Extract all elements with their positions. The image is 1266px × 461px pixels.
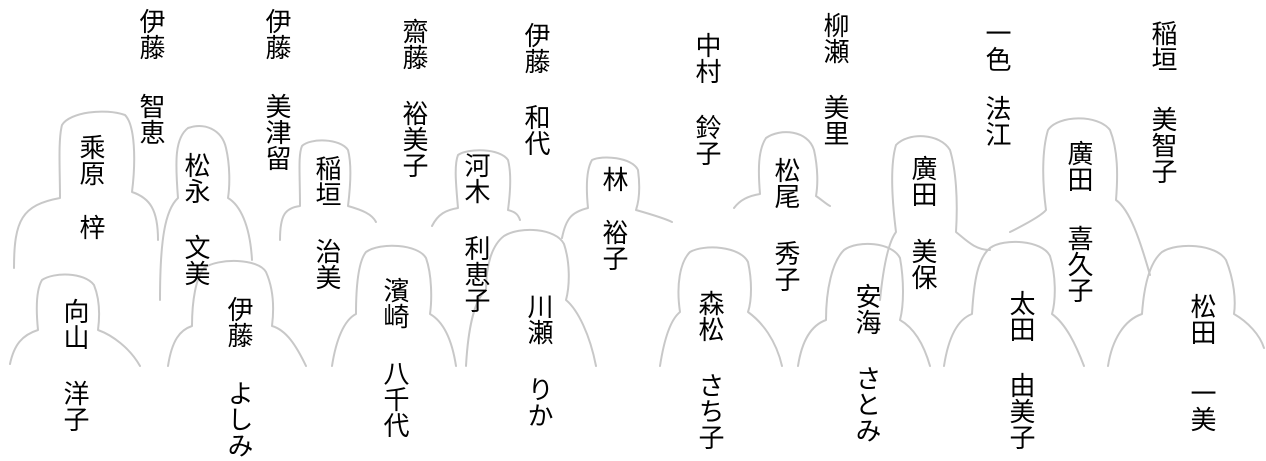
given-name-label-p10: 文美 xyxy=(180,234,210,286)
given-name-label-p4: 和代 xyxy=(520,104,550,156)
silhouette-p17 xyxy=(9,273,141,367)
silhouette-p22 xyxy=(797,242,931,367)
given-name-label-p11: 治美 xyxy=(311,238,341,290)
given-name-label-p13: 裕子 xyxy=(598,219,628,271)
given-name-label-p8: 美智子 xyxy=(1147,106,1177,184)
silhouette-p15 xyxy=(879,135,991,301)
given-name-label-p6: 美里 xyxy=(819,94,849,146)
given-name-label-p7: 法江 xyxy=(981,95,1011,147)
surname-label-p22: 安海 xyxy=(851,283,881,335)
surname-label-p12: 河木 xyxy=(460,152,490,204)
surname-label-p17: 向山 xyxy=(59,298,89,350)
surname-label-p23: 太田 xyxy=(1005,290,1035,342)
surname-label-p19: 濱崎 xyxy=(379,277,409,329)
given-name-label-p9: 梓 xyxy=(75,214,105,240)
silhouette-p9 xyxy=(13,110,159,269)
surname-label-p14: 松尾 xyxy=(770,157,800,209)
surname-label-p24: 松田 xyxy=(1186,293,1216,345)
silhouette-p10 xyxy=(159,125,253,301)
given-name-label-p12: 利恵子 xyxy=(460,235,490,313)
surname-label-p2: 伊藤 xyxy=(261,8,291,60)
surname-label-p9: 乘原 xyxy=(75,134,105,186)
given-name-label-p20: りか xyxy=(523,376,553,428)
given-name-label-p15: 美保 xyxy=(907,238,937,290)
given-name-label-p2: 美津留 xyxy=(261,93,291,171)
surname-label-p13: 林 xyxy=(598,166,628,192)
surname-label-p8: 稲垣 xyxy=(1147,20,1177,72)
surname-label-p5: 中村 xyxy=(691,32,721,84)
surname-label-p15: 廣田 xyxy=(907,155,937,207)
given-name-label-p24: 一美 xyxy=(1186,380,1216,432)
surname-label-p6: 柳瀬 xyxy=(819,12,849,64)
surname-label-p4: 伊藤 xyxy=(520,22,550,74)
given-name-label-p21: さち子 xyxy=(694,372,724,450)
surname-label-p21: 森松 xyxy=(694,290,724,342)
surname-label-p16: 廣田 xyxy=(1063,140,1093,192)
given-name-label-p16: 喜久子 xyxy=(1063,225,1093,303)
silhouette-p11 xyxy=(279,139,377,241)
surname-label-p11: 稲垣 xyxy=(311,155,341,207)
given-name-label-p1: 智恵 xyxy=(135,93,165,145)
given-name-label-p17: 洋子 xyxy=(59,380,89,432)
given-name-label-p19: 八千代 xyxy=(379,360,409,438)
silhouette-p23 xyxy=(943,240,1085,367)
given-name-label-p22: さとみ xyxy=(851,365,881,443)
silhouette-p13 xyxy=(561,156,673,239)
silhouette-p18 xyxy=(167,259,307,367)
silhouette-p14 xyxy=(733,131,831,209)
surname-label-p10: 松永 xyxy=(180,152,210,204)
surname-label-p20: 川瀬 xyxy=(523,293,553,345)
given-name-label-p3: 裕美子 xyxy=(398,100,428,178)
surname-label-p7: 一色 xyxy=(981,20,1011,72)
given-name-label-p18: よしみ xyxy=(223,380,253,458)
silhouette-p24 xyxy=(1107,244,1265,367)
surname-label-p18: 伊藤 xyxy=(223,296,253,348)
silhouette-p16 xyxy=(1009,117,1151,276)
given-name-label-p14: 秀子 xyxy=(770,240,800,292)
silhouette-p19 xyxy=(331,244,457,367)
silhouette-p20 xyxy=(465,228,597,367)
surname-label-p3: 齋藤 xyxy=(398,18,428,70)
given-name-label-p23: 由美子 xyxy=(1005,372,1035,450)
surname-label-p1: 伊藤 xyxy=(135,8,165,60)
silhouette-p21 xyxy=(659,246,783,367)
silhouette-p12 xyxy=(431,149,521,227)
given-name-label-p5: 鈴子 xyxy=(691,114,721,166)
